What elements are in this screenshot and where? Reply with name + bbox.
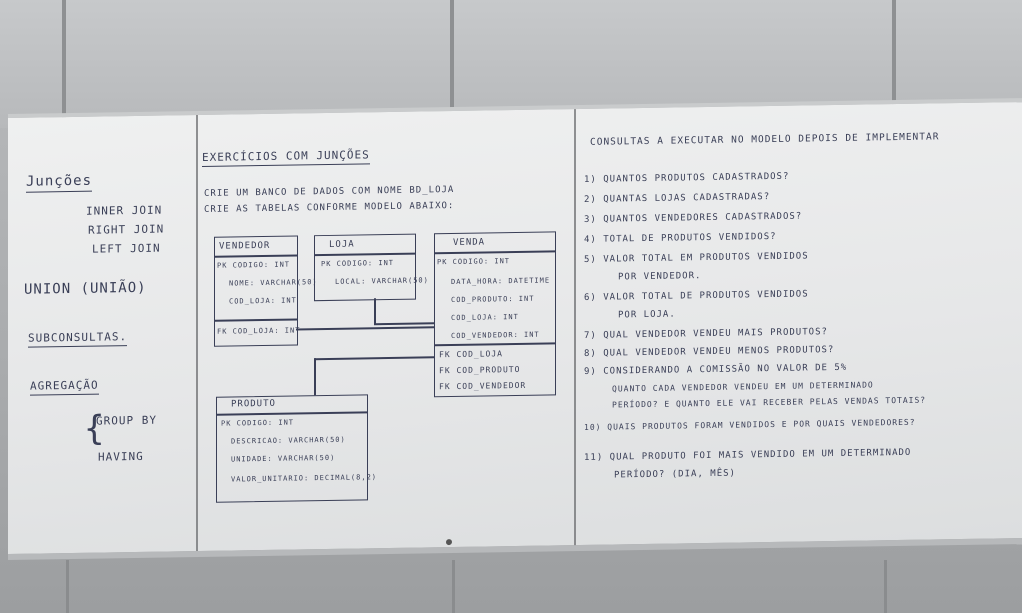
table-vendedor: VENDEDOR PK CODIGO: INT NOME: VARCHAR(50…: [214, 235, 318, 347]
queries-title: CONSULTAS A EXECUTAR NO MODELO DEPOIS DE…: [590, 131, 940, 148]
table-fk: FK COD_VENDEDOR: [439, 380, 527, 392]
table-name: VENDEDOR: [219, 240, 271, 252]
table-venda: VENDA PK CODIGO: INT DATA_HORA: DATETIME…: [434, 231, 556, 398]
table-field: COD_LOJA: INT: [229, 296, 297, 306]
table-divider: [217, 411, 367, 416]
query-item: 10) QUAIS PRODUTOS FORAM VENDIDOS E POR …: [584, 417, 916, 432]
relationship-line: [314, 358, 316, 396]
table-field: VALOR_UNITARIO: DECIMAL(8,2): [231, 473, 378, 484]
table-field: DATA_HORA: DATETIME: [451, 276, 551, 287]
floor-seam: [884, 560, 887, 613]
board-magnet: [446, 539, 452, 546]
join-type: RIGHT JOIN: [88, 222, 165, 237]
join-type: INNER JOIN: [86, 203, 163, 218]
query-item: 8) QUAL VENDEDOR VENDEU MENOS PRODUTOS?: [584, 345, 835, 359]
table-loja: LOJA PK CODIGO: INT LOCAL: VARCHAR(50): [314, 233, 429, 302]
query-item: 3) QUANTOS VENDEDORES CADASTRADOS?: [584, 211, 803, 225]
query-item: POR LOJA.: [618, 309, 676, 321]
table-field: COD_LOJA: INT: [451, 312, 519, 323]
query-item: 1) QUANTOS PRODUTOS CADASTRADOS?: [584, 171, 790, 185]
joins-heading: Junções: [26, 172, 93, 193]
relationship-line: [374, 298, 376, 325]
query-item: POR VENDEDOR.: [618, 271, 702, 283]
table-divider: [435, 342, 555, 346]
table-divider: [215, 318, 297, 322]
relationship-line: [374, 322, 434, 325]
query-item: 11) QUAL PRODUTO FOI MAIS VENDIDO EM UM …: [584, 447, 912, 463]
relationship-line: [314, 356, 434, 360]
wall-panel-center: [66, 0, 450, 128]
table-fk: FK COD_LOJA: INT: [217, 326, 301, 336]
floor-seam: [66, 560, 69, 613]
table-field: PK CODIGO: INT: [217, 260, 291, 270]
query-item: 4) TOTAL DE PRODUTOS VENDIDOS?: [584, 231, 777, 245]
query-item: QUANTO CADA VENDEDOR VENDEU EM UM DETERM…: [612, 380, 874, 394]
query-item: 7) QUAL VENDEDOR VENDEU MAIS PRODUTOS?: [584, 327, 828, 341]
table-divider: [315, 252, 415, 256]
wall-panel-left: [0, 0, 62, 128]
table-divider: [215, 254, 297, 258]
query-item: PERÍODO? E QUANTO ELE VAI RECEBER PELAS …: [612, 395, 927, 410]
table-field: DESCRICAO: VARCHAR(50): [231, 435, 346, 446]
subqueries-label: SUBCONSULTAS.: [28, 330, 128, 348]
table-field: PK CODIGO: INT: [437, 257, 511, 267]
join-type: LEFT JOIN: [92, 241, 161, 256]
table-name: LOJA: [329, 239, 355, 250]
group-by-label: GROUP BY: [96, 413, 157, 428]
table-produto: PRODUTO PK CODIGO: INT DESCRICAO: VARCHA…: [216, 394, 377, 503]
having-label: HAVING: [98, 449, 144, 464]
table-fk: FK COD_PRODUTO: [439, 364, 521, 376]
query-item: PERÍODO? (DIA, MÊS): [614, 468, 736, 481]
table-field: PK CODIGO: INT: [221, 418, 295, 428]
query-item: 5) VALOR TOTAL EM PRODUTOS VENDIDOS: [584, 251, 809, 265]
floor-seam: [452, 560, 455, 613]
wall-seam: [62, 0, 66, 128]
table-divider: [435, 250, 555, 254]
table-field: LOCAL: VARCHAR(50): [335, 276, 429, 286]
table-field: COD_PRODUTO: INT: [451, 294, 535, 305]
wall-seam: [450, 0, 454, 128]
exercises-title: EXERCÍCIOS COM JUNÇÕES: [202, 148, 370, 167]
wall-seam: [892, 0, 896, 128]
aggregation-label: AGREGAÇÃO: [30, 378, 99, 396]
query-item: 6) VALOR TOTAL DE PRODUTOS VENDIDOS: [584, 289, 809, 303]
table-field: NOME: VARCHAR(50): [229, 278, 318, 288]
table-name: VENDA: [453, 237, 486, 249]
table-name: PRODUTO: [231, 398, 276, 410]
table-field: PK CODIGO: INT: [321, 258, 395, 269]
table-fk: FK COD_LOJA: [439, 349, 503, 360]
table-field: COD_VENDEDOR: INT: [451, 330, 540, 341]
whiteboard: Junções INNER JOIN RIGHT JOIN LEFT JOIN …: [8, 98, 1022, 561]
instruction-line: CRIE UM BANCO DE DADOS COM NOME BD_LOJA: [204, 184, 455, 199]
query-item: 2) QUANTAS LOJAS CADASTRADAS?: [584, 192, 771, 205]
instruction-line: CRIE AS TABELAS CONFORME MODELO ABAIXO:: [204, 200, 455, 215]
query-item: 9) CONSIDERANDO A COMISSÃO NO VALOR DE 5…: [584, 362, 848, 377]
board-divider-left: [196, 115, 198, 552]
table-field: UNIDADE: VARCHAR(50): [231, 453, 336, 464]
board-divider-right: [574, 109, 576, 546]
relationship-line: [296, 326, 434, 330]
union-label: UNION (UNIÃO): [24, 279, 147, 298]
